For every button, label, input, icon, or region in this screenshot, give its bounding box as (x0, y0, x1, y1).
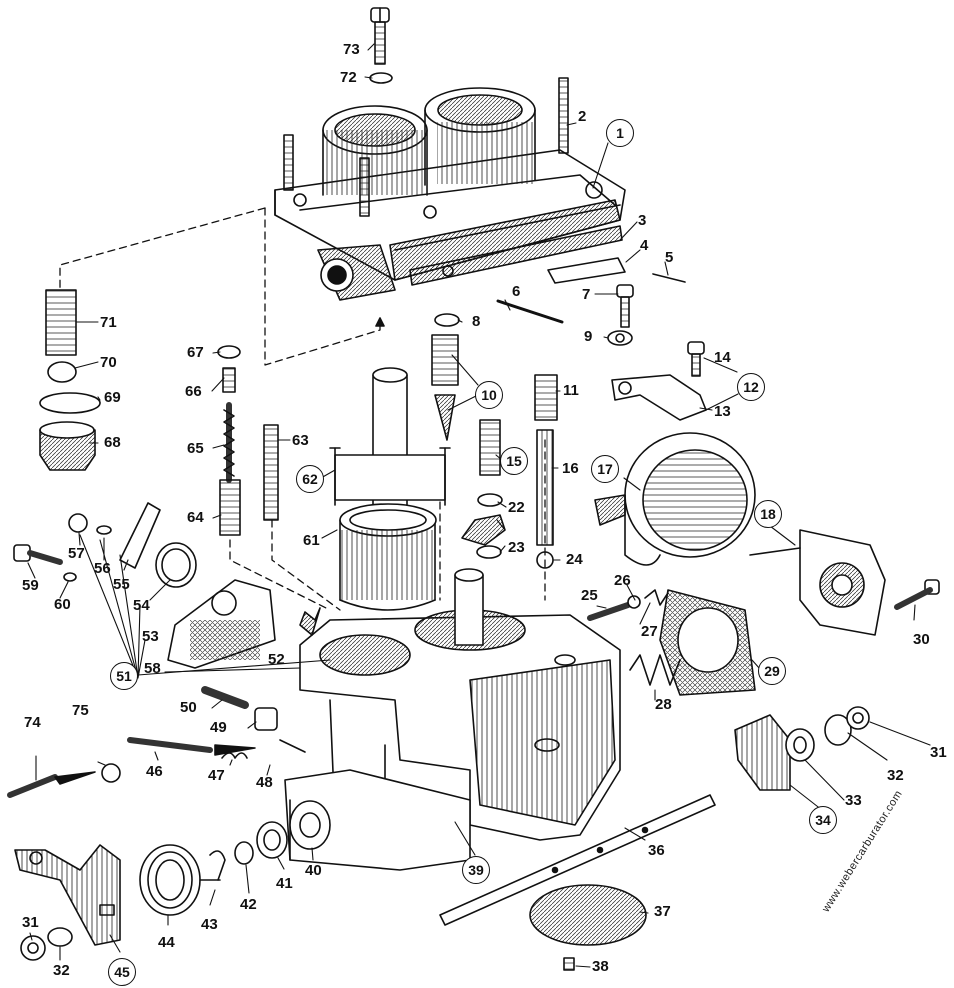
part-label-69: 69 (104, 389, 121, 406)
part-label-57: 57 (68, 545, 85, 562)
part-label-8: 8 (472, 313, 481, 330)
bearing-parts (234, 800, 331, 865)
part-label-39: 39 (462, 856, 490, 884)
part-label-32-left: 32 (53, 962, 70, 979)
part-label-1: 1 (606, 119, 634, 147)
bracket-12-part (611, 341, 707, 421)
part-label-25: 25 (581, 587, 598, 604)
part-label-33: 33 (845, 792, 862, 809)
part-label-27: 27 (641, 623, 658, 640)
throttle-lever-45-part (14, 844, 226, 961)
part-label-13: 13 (714, 403, 731, 420)
part-label-48: 48 (256, 774, 273, 791)
part-label-65: 65 (187, 440, 204, 457)
part-label-71: 71 (100, 314, 117, 331)
part-label-42: 42 (240, 896, 257, 913)
left-small-parts (39, 289, 279, 536)
filter-drum-part (594, 432, 756, 566)
part-label-53: 53 (142, 628, 159, 645)
part-label-30: 30 (913, 631, 930, 648)
part-label-11: 11 (563, 382, 579, 399)
part-label-40: 40 (305, 862, 322, 879)
part-label-44: 44 (158, 934, 175, 951)
part-label-22: 22 (508, 499, 525, 516)
part-label-62: 62 (296, 465, 324, 493)
part-label-7: 7 (582, 286, 591, 303)
part-label-4: 4 (640, 237, 649, 254)
part-label-36: 36 (648, 842, 665, 859)
part-label-6: 6 (512, 283, 521, 300)
part-label-56: 56 (94, 560, 111, 577)
part-label-63: 63 (292, 432, 309, 449)
part-label-46: 46 (146, 763, 163, 780)
left-screws-part (13, 513, 112, 582)
part-label-72: 72 (340, 69, 357, 86)
part-label-18: 18 (754, 500, 782, 528)
part-label-34: 34 (809, 806, 837, 834)
cover-18-part (749, 529, 940, 636)
part-label-32-right: 32 (887, 767, 904, 784)
part-label-45: 45 (108, 958, 136, 986)
part-label-31-left: 31 (22, 914, 39, 931)
throttle-shaft-part (439, 794, 716, 971)
part-label-15: 15 (500, 447, 528, 475)
part-label-26: 26 (614, 572, 631, 589)
part-label-64: 64 (187, 509, 204, 526)
part-label-68: 68 (104, 434, 121, 451)
part-label-60: 60 (54, 596, 71, 613)
part-label-50: 50 (180, 699, 197, 716)
carburetor-body-part (284, 568, 621, 871)
part-label-51: 51 (110, 662, 138, 690)
part-label-43: 43 (201, 916, 218, 933)
diaphragm-29-part (587, 589, 756, 696)
part-label-5: 5 (665, 249, 674, 266)
part-label-54: 54 (133, 597, 150, 614)
part-label-58: 58 (144, 660, 161, 677)
part-label-37: 37 (654, 903, 671, 920)
linkage-51-part (119, 502, 321, 669)
part-label-17: 17 (591, 455, 619, 483)
part-label-61: 61 (303, 532, 320, 549)
part-label-9: 9 (584, 328, 593, 345)
part-label-73: 73 (343, 41, 360, 58)
part-label-74: 74 (24, 714, 41, 731)
part-label-41: 41 (276, 875, 293, 892)
part-label-31-right: 31 (930, 744, 947, 761)
part-label-47: 47 (208, 767, 225, 784)
part-label-16: 16 (562, 460, 579, 477)
cover-studs-part (283, 77, 569, 217)
part-label-10: 10 (475, 381, 503, 409)
part-label-67: 67 (187, 344, 204, 361)
top-cover-part (274, 87, 626, 301)
screw-73-part (369, 7, 393, 84)
part-label-12: 12 (737, 373, 765, 401)
part-label-52: 52 (268, 651, 285, 668)
leader-lines (27, 43, 931, 968)
adjusting-screws-part (7, 686, 306, 798)
part-label-28: 28 (655, 696, 672, 713)
part-label-49: 49 (210, 719, 227, 736)
part-label-75: 75 (72, 702, 89, 719)
part-label-24: 24 (566, 551, 583, 568)
venturi-assembly-part (329, 367, 451, 611)
part-label-29: 29 (758, 657, 786, 685)
part-label-14: 14 (714, 349, 731, 366)
part-label-2: 2 (578, 108, 587, 125)
part-label-3: 3 (638, 212, 647, 229)
part-label-23: 23 (508, 539, 525, 556)
part-label-70: 70 (100, 354, 117, 371)
part-label-66: 66 (185, 383, 202, 400)
part-label-38: 38 (592, 958, 609, 975)
part-label-55: 55 (113, 576, 130, 593)
part-label-59: 59 (22, 577, 39, 594)
cam-34-part (734, 706, 870, 791)
center-small-parts (431, 334, 558, 569)
